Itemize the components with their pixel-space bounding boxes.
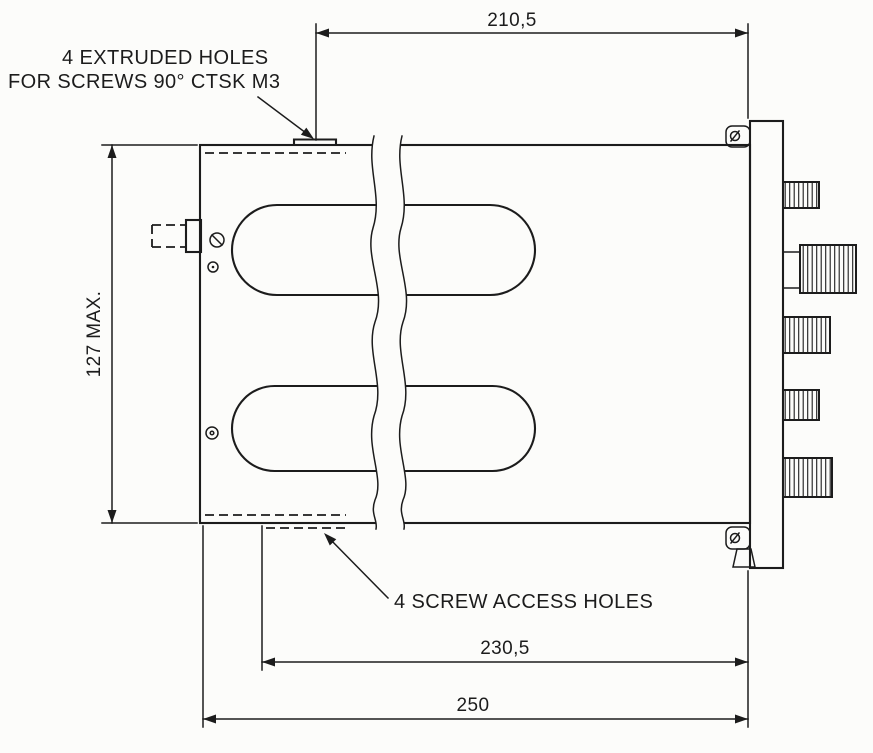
dimension-label-bottom-inner: 230,5 xyxy=(480,638,530,659)
bottom-retaining-clip xyxy=(725,526,756,568)
arrowhead xyxy=(107,145,117,158)
dimension-label-height: 127 MAX. xyxy=(84,291,105,378)
dimension-label-overall: 250 xyxy=(457,695,490,716)
break-lines xyxy=(370,135,408,530)
arrowhead xyxy=(735,657,748,667)
note-screw-access-holes: 4 SCREW ACCESS HOLES xyxy=(324,533,653,613)
panel-knobs xyxy=(782,181,857,498)
knob-4 xyxy=(782,389,820,421)
knob-3 xyxy=(782,316,831,354)
arrowhead xyxy=(735,28,748,38)
arrowhead xyxy=(107,510,117,523)
dimension-bottom-inner-width: 230,5 xyxy=(261,525,749,728)
arrowhead xyxy=(316,28,329,38)
dimension-top-width: 210,5 xyxy=(315,10,749,141)
arrowhead xyxy=(203,714,216,724)
knob-5 xyxy=(782,457,833,498)
left-connector xyxy=(151,218,203,254)
dimension-label-top-width: 210,5 xyxy=(487,10,537,31)
arrowhead xyxy=(324,533,337,546)
leader-line xyxy=(256,95,312,138)
note-extruded-holes-line1: 4 EXTRUDED HOLES xyxy=(62,47,268,69)
screw-head-slotted xyxy=(209,232,225,248)
arrowhead xyxy=(262,657,275,667)
note-extruded-holes: 4 EXTRUDED HOLES FOR SCREWS 90° CTSK M3 xyxy=(8,47,314,139)
note-screw-access-label: 4 SCREW ACCESS HOLES xyxy=(394,591,653,613)
knob-2 xyxy=(782,244,857,294)
extruded-hole-tab xyxy=(292,138,338,147)
top-retaining-clip xyxy=(725,125,751,148)
knob-1 xyxy=(782,181,820,209)
dimension-overall-width: 250 xyxy=(202,525,749,728)
break-line-right xyxy=(398,135,408,530)
screw-hole-lower xyxy=(205,426,219,440)
break-line-left xyxy=(370,135,380,530)
break-mask xyxy=(370,136,407,529)
arrowhead xyxy=(300,127,314,139)
leader-line xyxy=(326,535,390,600)
screw-hole-upper xyxy=(207,261,219,273)
note-extruded-holes-line2: FOR SCREWS 90° CTSK M3 xyxy=(8,71,280,93)
dimension-height: 127 MAX. xyxy=(84,144,198,524)
arrowhead xyxy=(735,714,748,724)
